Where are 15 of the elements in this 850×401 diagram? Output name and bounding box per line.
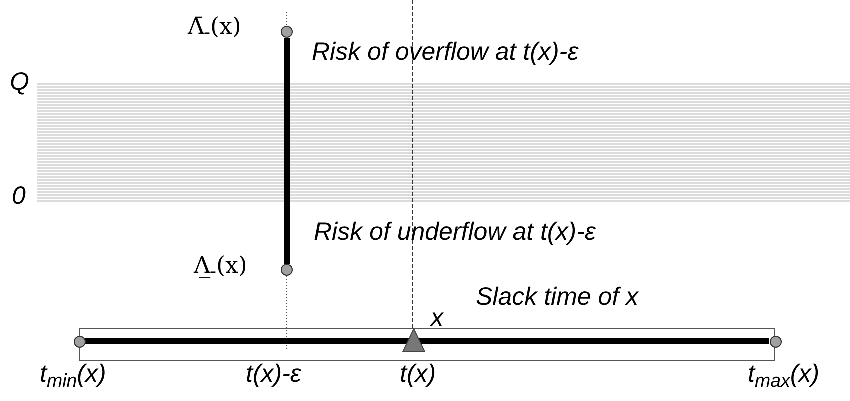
text-label: t(x) [400,362,436,387]
text-label: Q [10,70,30,95]
bar-caption: Slack time of x [476,285,639,310]
point-label: t$_{max}$(x) [748,362,820,387]
point-label: Λ̄$_{-}$(x) [188,16,242,39]
thick-line [85,338,769,344]
point-label: Λ̲$_{-}$(x) [194,255,248,278]
triangle-marker [402,328,426,353]
text-label: Risk of underflow at t(x)-ε [314,220,596,245]
text-label: t(x)-ε [246,362,302,387]
point-label: x [431,306,444,331]
text-label: 0 [12,184,26,209]
thick-line [284,38,290,264]
text-label: Risk of overflow at t(x)-ε [312,40,579,65]
point-label: t$_{min}$(x) [40,362,106,387]
